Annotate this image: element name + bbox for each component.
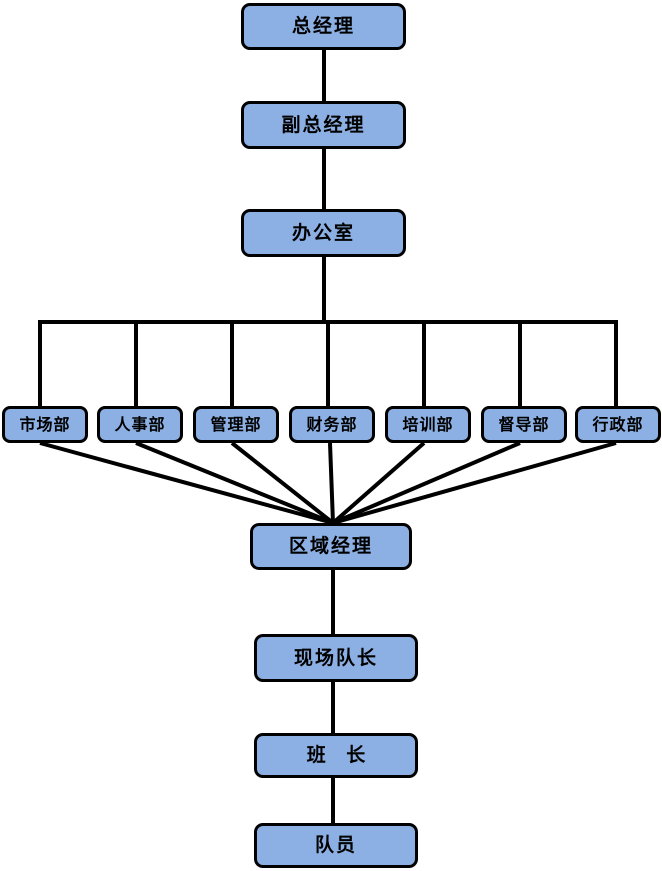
node-department-administration[interactable]: 行政部 xyxy=(575,406,661,443)
node-label: 班 长 xyxy=(306,744,373,766)
node-general-manager[interactable]: 总经理 xyxy=(241,3,406,50)
node-label: 财务部 xyxy=(306,414,358,434)
node-office[interactable]: 办公室 xyxy=(241,209,406,257)
connector-dept4-to-regional xyxy=(328,442,335,524)
node-label: 管理部 xyxy=(210,414,262,434)
node-label: 区域经理 xyxy=(288,535,373,557)
node-label: 副总经理 xyxy=(281,113,366,136)
node-department-finance[interactable]: 财务部 xyxy=(289,406,375,443)
node-deputy-general-manager[interactable]: 副总经理 xyxy=(241,101,406,149)
node-label: 行政部 xyxy=(592,414,644,434)
node-department-human-resources[interactable]: 人事部 xyxy=(97,406,183,443)
connector-dept1-to-regional xyxy=(39,441,334,525)
connector-dept6-to-regional xyxy=(332,441,521,525)
node-label: 总经理 xyxy=(291,15,355,37)
node-label: 培训部 xyxy=(402,414,454,434)
node-label: 办公室 xyxy=(291,221,355,244)
node-team-member[interactable]: 队员 xyxy=(254,823,418,868)
node-site-captain[interactable]: 现场队长 xyxy=(254,634,418,682)
node-label: 人事部 xyxy=(114,414,166,434)
node-department-management[interactable]: 管理部 xyxy=(193,406,279,443)
node-department-training[interactable]: 培训部 xyxy=(385,406,471,443)
node-department-supervision[interactable]: 督导部 xyxy=(481,406,567,443)
node-label: 现场队长 xyxy=(293,646,378,669)
connector-dept7-to-regional xyxy=(332,441,617,525)
connector-dept3-to-regional xyxy=(230,441,335,525)
node-label: 市场部 xyxy=(19,414,71,434)
node-team-leader[interactable]: 班 长 xyxy=(254,733,418,778)
node-department-marketing[interactable]: 市场部 xyxy=(2,406,88,443)
node-label: 队员 xyxy=(314,834,357,856)
connector-dept2-to-regional xyxy=(135,441,334,525)
connector-dept5-to-regional xyxy=(331,441,426,525)
node-label: 督导部 xyxy=(498,414,550,434)
node-regional-manager[interactable]: 区域经理 xyxy=(250,523,412,570)
